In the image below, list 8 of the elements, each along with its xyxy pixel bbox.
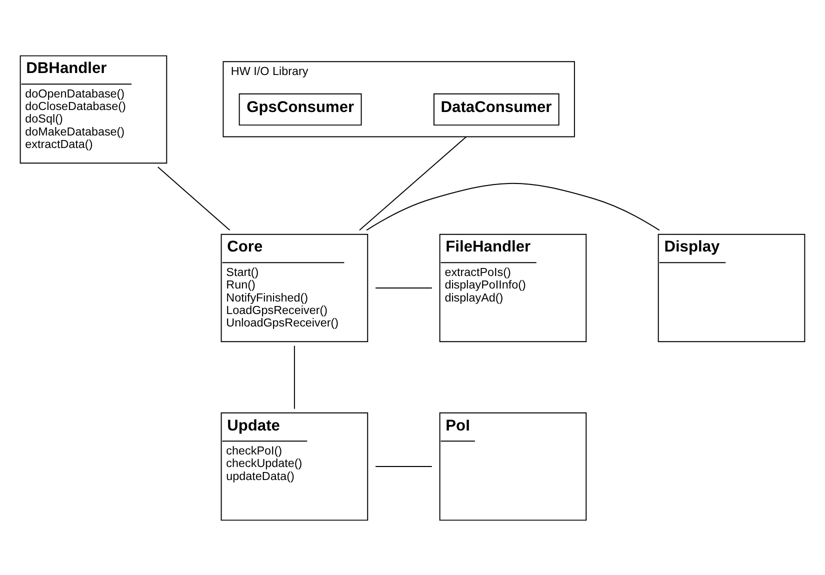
connector [375,466,432,467]
connector [294,344,295,409]
node-box: GpsConsumer [238,92,362,126]
node-box: DataConsumer [433,92,560,126]
connector [157,166,230,230]
connector [366,182,660,230]
connector [359,136,467,230]
connector [375,287,432,288]
